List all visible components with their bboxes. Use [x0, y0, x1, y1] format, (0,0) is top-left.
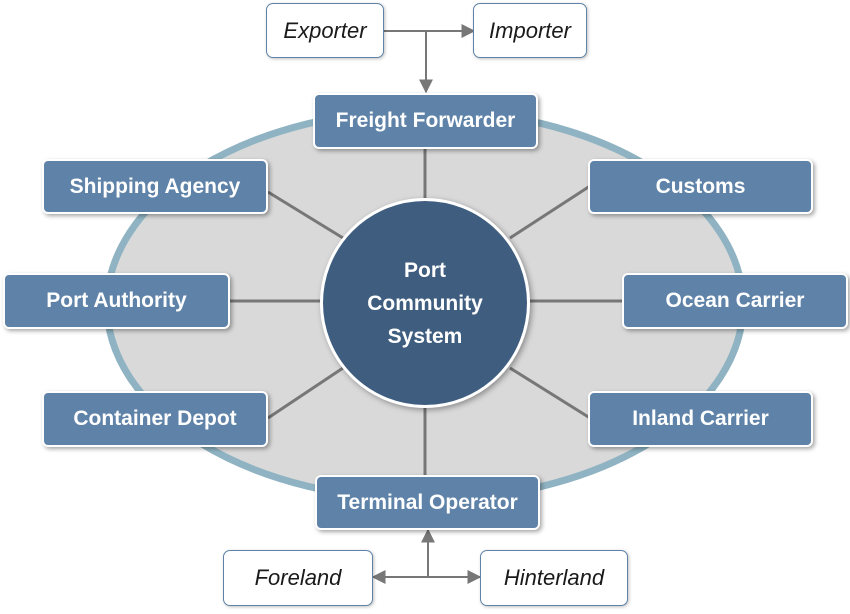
node-port-authority: Port Authority [3, 273, 230, 329]
terminal-operator-label: Terminal Operator [337, 490, 518, 514]
importer-label: Importer [489, 17, 571, 43]
node-freight-forwarder: Freight Forwarder [313, 93, 538, 149]
spoke-container-depot [267, 366, 344, 420]
customs-label: Customs [655, 174, 746, 198]
foreland-box: Foreland [223, 550, 373, 606]
ocean-carrier-label: Ocean Carrier [665, 289, 805, 312]
node-shipping-agency: Shipping Agency [42, 159, 268, 214]
freight-forwarder-label: Freight Forwarder [335, 109, 516, 132]
exporter-label: Exporter [283, 17, 367, 43]
node-ocean-carrier: Ocean Carrier [622, 273, 848, 329]
hub-label: Port Community System [367, 258, 483, 348]
hinterland-box: Hinterland [480, 550, 628, 606]
inland-carrier-label: Inland Carrier [632, 407, 769, 430]
exporter-box: Exporter [266, 3, 384, 58]
foreland-label: Foreland [254, 565, 342, 590]
port-authority-label: Port Authority [46, 289, 187, 312]
port-community-system-hub: Port Community System [320, 198, 530, 408]
importer-box: Importer [473, 3, 587, 58]
node-inland-carrier: Inland Carrier [588, 391, 813, 447]
spoke-customs [509, 184, 591, 240]
container-depot-label: Container Depot [73, 407, 237, 430]
shipping-agency-label: Shipping Agency [69, 174, 241, 198]
spoke-shipping-agency [267, 190, 344, 240]
node-customs: Customs [588, 159, 813, 214]
spoke-inland-carrier [509, 366, 591, 420]
hinterland-label: Hinterland [503, 565, 605, 590]
node-container-depot: Container Depot [42, 391, 268, 447]
node-terminal-operator: Terminal Operator [315, 475, 540, 530]
